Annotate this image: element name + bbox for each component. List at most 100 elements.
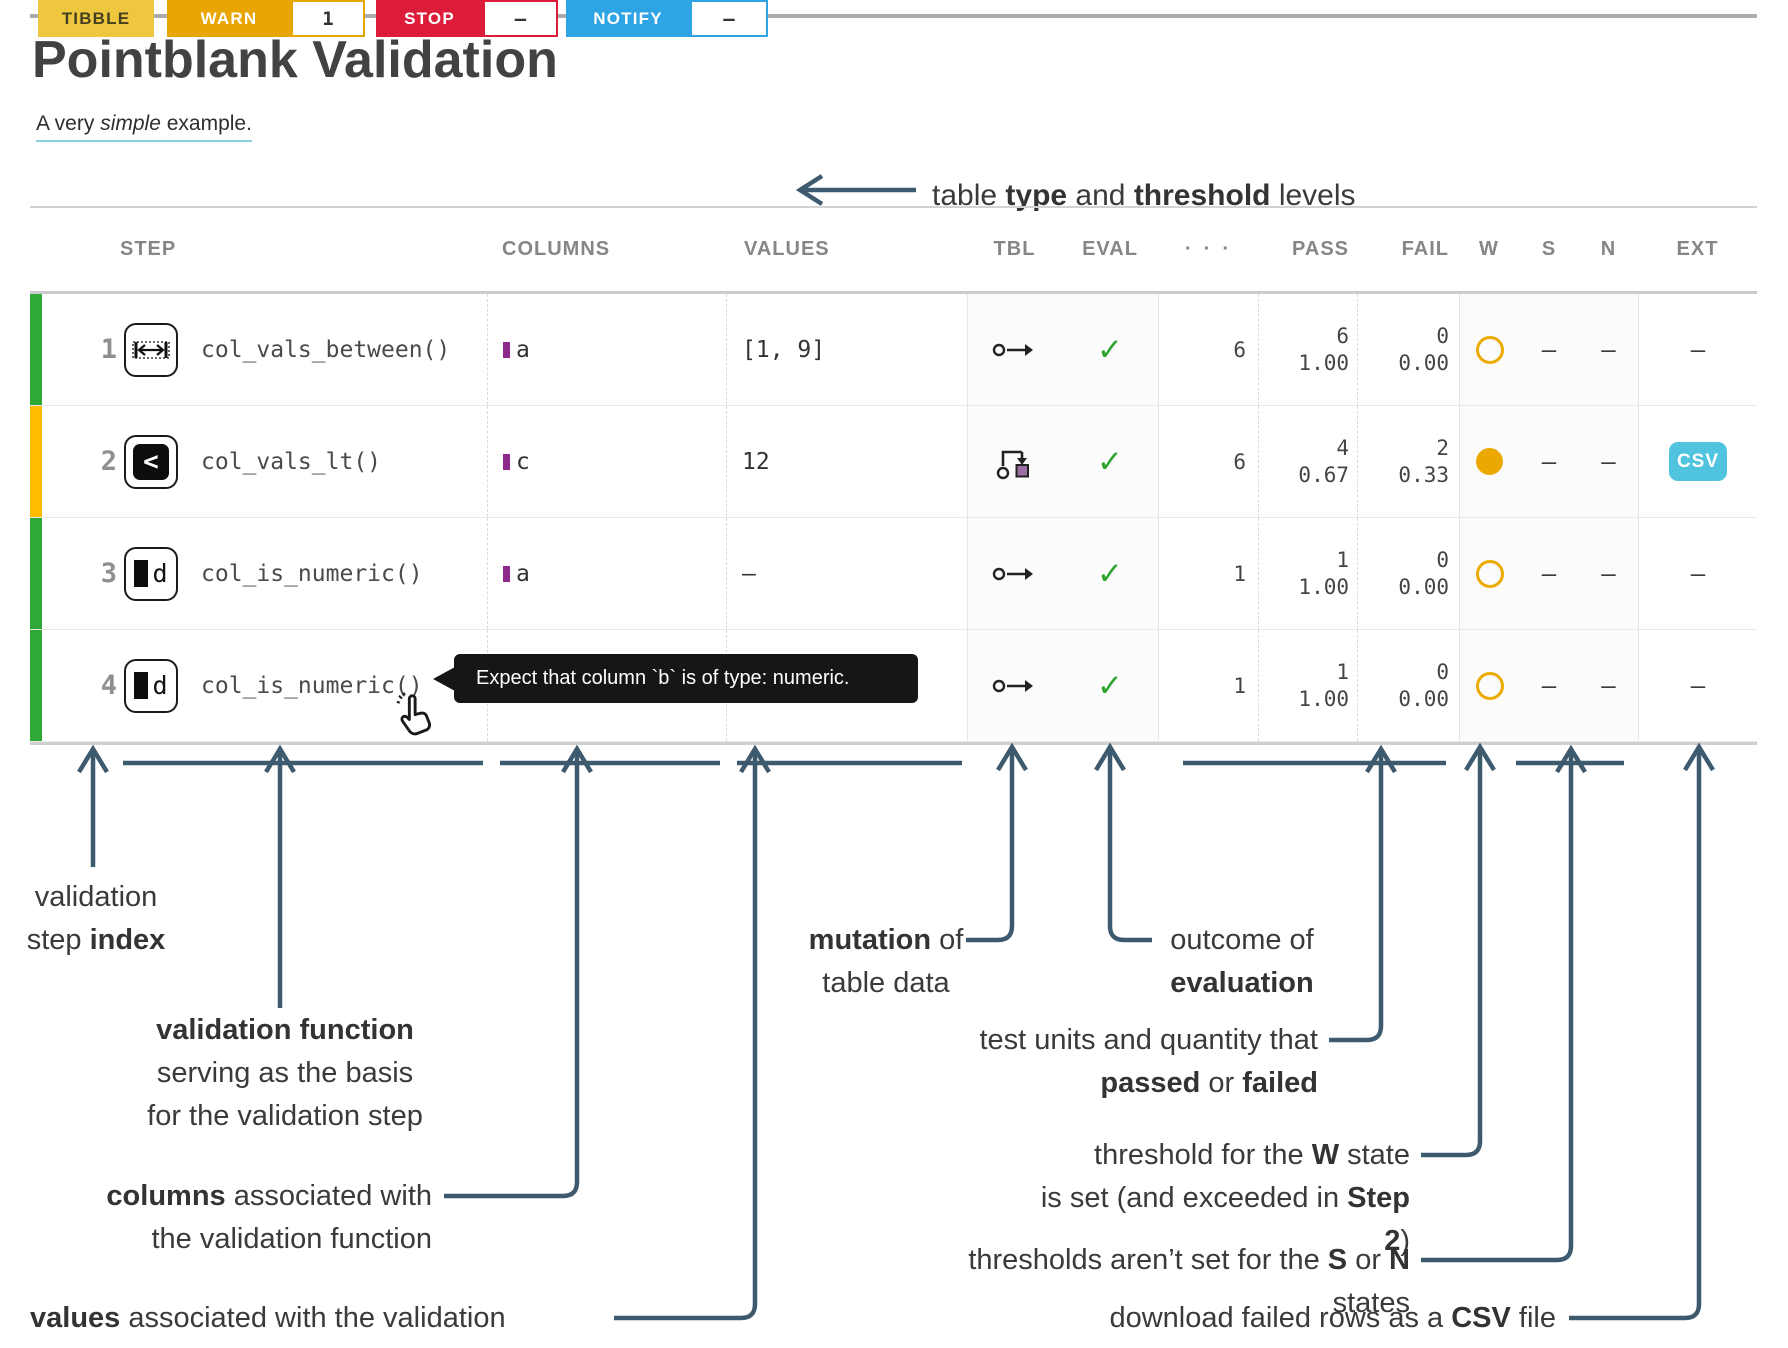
columns-cell: c <box>487 406 726 517</box>
notify-value: — <box>690 0 768 37</box>
pass-count: 1 <box>1336 547 1349 572</box>
column-swatch <box>503 453 510 470</box>
header-w: W <box>1479 238 1499 260</box>
values-cell: [1, 9] <box>726 294 967 405</box>
ext-cell: — <box>1638 518 1757 629</box>
step-index: 4 <box>100 670 117 701</box>
columns-cell: a <box>487 518 726 629</box>
annotation-s-n-thresholds: thresholds aren’t set for the S or N sta… <box>968 1244 1410 1319</box>
table-type-badge: TIBBLE <box>38 0 154 37</box>
columns-cell: a <box>487 294 726 405</box>
header-pass: PASS <box>1292 238 1349 260</box>
fail-fraction: 0.33 <box>1398 462 1449 487</box>
pass-count: 6 <box>1336 323 1349 348</box>
header-columns: COLUMNS <box>502 238 611 260</box>
eval-check: ✓ <box>1062 630 1158 741</box>
col-vals-lt-icon: < <box>124 434 178 489</box>
col-is-numeric-icon: d <box>124 546 178 601</box>
step-icon-cell: < <box>117 406 185 517</box>
warn-value: 1 <box>291 0 365 37</box>
w-state-cell <box>1459 406 1519 517</box>
tbl-cell <box>967 294 1062 405</box>
subtitle: A very simple example. <box>36 112 252 142</box>
table-bottom-border <box>30 742 1757 745</box>
validation-function[interactable]: col_is_numeric() <box>201 560 423 587</box>
validation-function[interactable]: col_vals_lt() <box>201 448 382 475</box>
validation-function[interactable]: col_vals_between() <box>201 336 451 363</box>
step-index: 3 <box>100 558 117 589</box>
hand-cursor-icon <box>396 692 438 743</box>
header-n: N <box>1600 238 1617 260</box>
w-state-cell <box>1459 294 1519 405</box>
pass-fraction: 1.00 <box>1298 574 1349 599</box>
s-state-cell: — <box>1519 518 1579 629</box>
subtitle-suffix: example. <box>160 112 252 135</box>
pass-count: 1 <box>1336 659 1349 684</box>
annotation-values: values associated with the validation fu… <box>30 1302 506 1348</box>
w-state-cell <box>1459 518 1519 629</box>
header-step: STEP <box>120 238 177 260</box>
eval-check: ✓ <box>1062 518 1158 629</box>
severity-bar <box>30 406 42 517</box>
tbl-cell <box>967 630 1062 741</box>
w-state-cell <box>1459 630 1519 741</box>
severity-bar <box>30 630 42 741</box>
warn-label: WARN <box>167 0 291 37</box>
tbl-cell <box>967 406 1062 517</box>
n-state-cell: — <box>1579 294 1638 405</box>
step-index: 2 <box>100 446 117 477</box>
n-state-cell: — <box>1579 518 1638 629</box>
subtitle-prefix: A very <box>36 112 101 135</box>
notify-label: NOTIFY <box>566 0 690 37</box>
validation-function[interactable]: col_is_numeric() <box>201 672 423 699</box>
w-filled-circle-icon <box>1476 448 1503 475</box>
units-cell: 1 <box>1158 630 1258 741</box>
table-header-row: STEP COLUMNS VALUES TBL EVAL ··· PASS FA… <box>30 206 1757 294</box>
column-name: c <box>516 448 530 475</box>
step-index: 1 <box>100 334 117 365</box>
column-name: a <box>516 336 530 363</box>
fail-count: 2 <box>1436 435 1449 460</box>
w-open-circle-icon <box>1475 335 1504 364</box>
validation-table: STEP COLUMNS VALUES TBL EVAL ··· PASS FA… <box>30 206 1757 745</box>
step-icon-cell <box>117 294 185 405</box>
step-icon-cell: d <box>117 518 185 629</box>
table-pipe-icon <box>992 567 1033 580</box>
fail-count: 0 <box>1436 547 1449 572</box>
stop-threshold-badge: STOP — <box>376 0 558 37</box>
stop-value: — <box>483 0 558 37</box>
fail-fraction: 0.00 <box>1398 574 1449 599</box>
table-row: 4 d col_is_numeric() b — ✓ 1 11.00 00.00… <box>30 630 1757 742</box>
ext-cell: — <box>1638 294 1757 405</box>
eval-check: ✓ <box>1062 406 1158 517</box>
csv-download-button[interactable]: CSV <box>1669 442 1727 481</box>
warn-threshold-badge: WARN 1 <box>167 0 365 37</box>
col-is-numeric-icon: d <box>124 658 178 713</box>
tooltip-arrow <box>433 667 455 691</box>
fail-count: 0 <box>1436 659 1449 684</box>
notify-threshold-badge: NOTIFY — <box>566 0 768 37</box>
col-vals-between-icon <box>124 322 178 377</box>
header-tbl: TBL <box>993 238 1036 260</box>
annotation-csv-download: download failed rows as a CSV file <box>1109 1302 1556 1334</box>
header-units-dots: ··· <box>1185 238 1241 260</box>
pass-fraction: 1.00 <box>1298 686 1349 711</box>
n-state-cell: — <box>1579 406 1638 517</box>
fail-count: 0 <box>1436 323 1449 348</box>
header-s: S <box>1541 238 1557 260</box>
